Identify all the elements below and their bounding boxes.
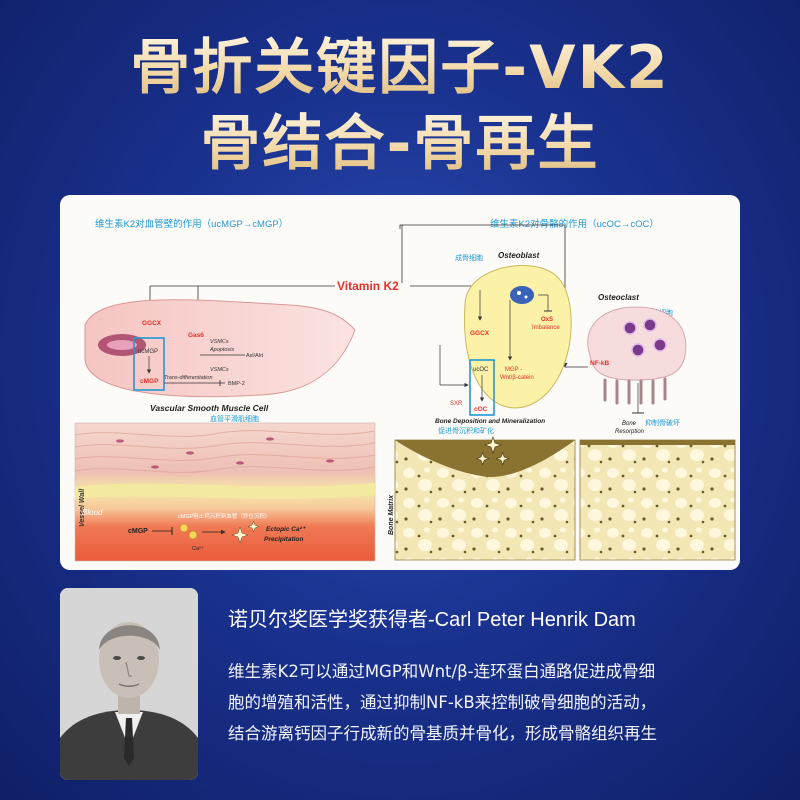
nfkb-label: NF-kB — [590, 360, 609, 367]
description-line-1: 维生素K2可以通过MGP和Wnt/β-连环蛋白通路促进成骨细 — [228, 662, 656, 681]
left-heading: 维生素K2对血管壁的作用（ucMGP→cMGP） — [95, 218, 288, 230]
bone-deposition-label: Bone Deposition and Mineralization — [435, 418, 545, 425]
vsmcs-apoptosis-a: VSMCs — [210, 339, 229, 345]
mgp-highlight-box — [133, 337, 165, 391]
ectopic-label-b: Precipitation — [264, 536, 303, 543]
inhibit-cn-label: 抑制骨破坏 — [645, 418, 680, 427]
axl-akt-label: Axl/Akt — [246, 353, 264, 359]
headline-line-2: 骨结合-骨再生 — [0, 104, 800, 184]
cmgp-label: cMGP — [140, 378, 159, 385]
ggcx-left: GGCX — [142, 320, 162, 327]
bone-deposition-cn: 促进骨沉积和矿化 — [438, 426, 494, 435]
ectopic-label-a: Ectopic Ca²⁺ — [266, 526, 307, 533]
sxr-label: SXR — [450, 401, 463, 407]
bmp2-label: BMP-2 — [228, 381, 245, 387]
vsmc-label: Vascular Smooth Muscle Cell — [150, 403, 269, 413]
cmgp-blood-label: cMGP — [128, 528, 148, 535]
osteoblast-label: Osteoblast — [498, 251, 540, 260]
bone-matrix-right — [579, 439, 736, 561]
right-heading: 维生素K2对骨骼的作用（ucOC→cOC） — [490, 218, 659, 230]
description-line-3: 结合游离钙因子行成新的骨基质并骨化，形成骨骼组织再生 — [228, 724, 657, 743]
oxs-label-b: Imbalance — [532, 325, 560, 331]
coc-label: cOC — [474, 406, 488, 413]
vsmcs-apoptosis-b: Apoptosis — [209, 347, 234, 353]
bone-resorption-a: Bone — [622, 421, 637, 427]
oc-highlight-box — [469, 359, 495, 416]
laureate-description: 维生素K2可以通过MGP和Wnt/β-连环蛋白通路促进成骨细 胞的增殖和活性，通… — [228, 656, 768, 749]
laureate-title: 诺贝尔奖医学奖获得者-Carl Peter Henrik Dam — [228, 609, 636, 631]
mechanism-diagram: 维生素K2对血管壁的作用（ucMGP→cMGP） 维生素K2对骨骼的作用（ucO… — [60, 195, 740, 570]
ucmgp-label: ucMGP — [138, 349, 158, 355]
ggcx-right: GGCX — [470, 330, 490, 337]
description-line-2: 胞的增殖和活性，通过抑制NF-kB来控制破骨细胞的活动， — [228, 693, 657, 712]
mgp-label-a: MGP - — [505, 367, 522, 373]
bone-matrix-label: Bone Matrix — [388, 494, 395, 535]
vsmcs-trans-a: VSMCs — [210, 367, 229, 373]
ucoc-label: ucOC — [473, 367, 489, 373]
vitamin-k2-label: Vitamin K2 — [337, 279, 399, 293]
oxs-label-a: OxS — [541, 317, 553, 323]
osteoblast-cn-label: 成骨细胞 — [455, 253, 483, 262]
blood-label: Blood — [82, 508, 103, 517]
calcium-label: Ca²⁺ — [192, 545, 204, 552]
mgp-label-b: Wnt/β-catein — [500, 375, 534, 381]
bone-resorption-b: Resorption — [615, 429, 645, 435]
headline-line-1: 骨折关键因子-VK2 — [0, 28, 800, 108]
blood-note: cMGP阻止钙沉积到血管（异位沉积） — [178, 512, 270, 520]
osteoclast-label: Osteoclast — [598, 293, 639, 302]
portrait-photo — [60, 588, 198, 780]
vessel-wall-label: Vessel Wall — [79, 488, 86, 527]
gas6-label: Gas6 — [188, 332, 204, 339]
vsmc-cn-label: 血管平滑肌细胞 — [210, 414, 259, 423]
vsmcs-trans-b: Trans-differentiation — [164, 375, 213, 381]
